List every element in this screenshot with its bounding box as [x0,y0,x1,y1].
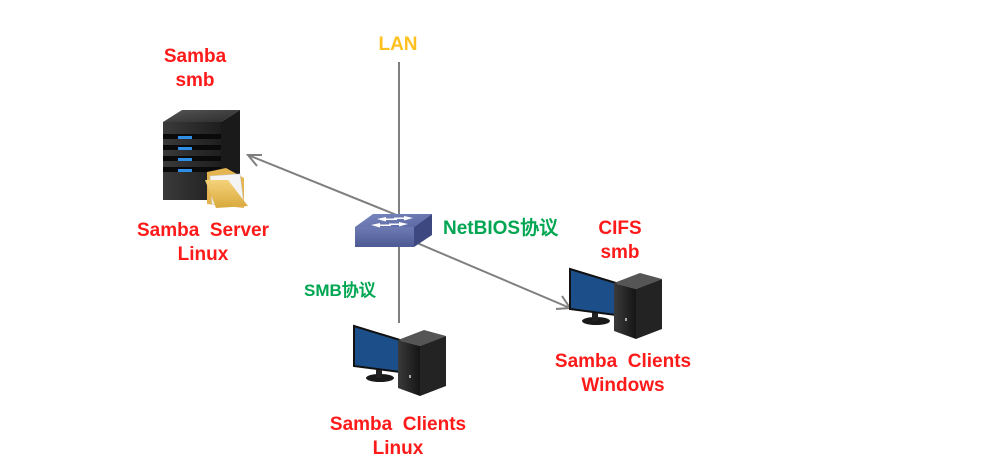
smb-protocol-label: SMB协议 [304,281,376,300]
server-caption-line2: Linux [177,244,229,265]
linux-computer-icon [353,324,446,396]
linux-client-caption-line1: Samba Clients [329,414,467,435]
arrowhead-server [245,154,262,167]
server-caption-line1: Samba Server [136,220,270,241]
folder-icon [205,168,248,208]
windows-client-caption-line2: Windows [581,375,665,396]
server-title-line2: smb [175,70,215,91]
switch-icon [355,214,432,247]
linux-client-caption-line2: Linux [372,438,424,459]
smb-windows-label: smb [600,242,640,263]
cifs-label: CIFS [598,218,642,239]
windows-computer-icon [569,267,662,339]
link-windows [409,239,571,309]
lan-label: LAN [378,34,418,55]
netbios-protocol-label: NetBIOS协议 [443,218,559,239]
windows-client-caption-line1: Samba Clients [554,351,692,372]
server-icon [163,110,248,208]
server-title-line1: Samba [163,46,227,67]
link-server [247,154,400,217]
links [245,62,572,323]
